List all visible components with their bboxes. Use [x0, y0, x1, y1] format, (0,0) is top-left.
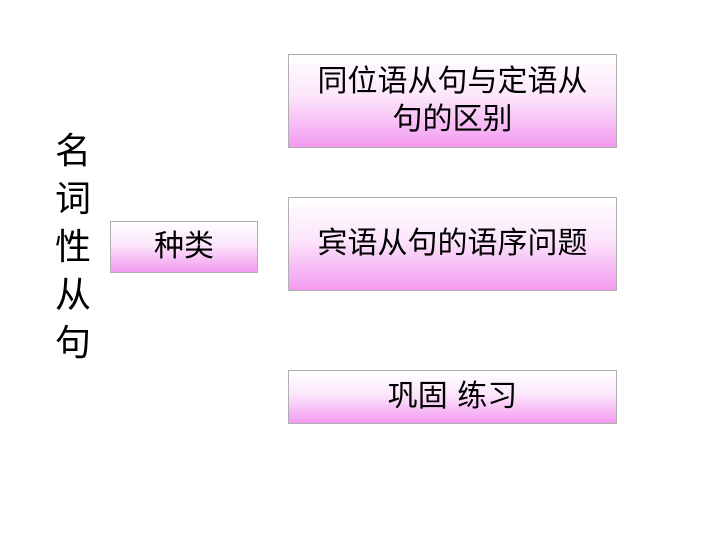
item-box-appositive-vs-attributive[interactable]: 同位语从句与定语从句的区别: [288, 54, 617, 148]
category-label: 种类: [154, 229, 214, 264]
slide-title-vertical: 名 词 性 从 句: [48, 128, 98, 368]
title-char: 从: [54, 275, 91, 316]
title-char: 词: [54, 179, 91, 220]
item-label: 同位语从句与定语从句的区别: [317, 64, 588, 137]
category-box[interactable]: 种类: [110, 221, 258, 273]
item-box-practice[interactable]: 巩固 练习: [288, 370, 617, 424]
title-char: 性: [54, 227, 91, 268]
item-box-object-clause-word-order[interactable]: 宾语从句的语序问题: [288, 197, 617, 291]
item-label: 巩固 练习: [387, 379, 518, 414]
title-char: 句: [54, 323, 91, 364]
title-char: 名: [54, 131, 91, 172]
item-label: 宾语从句的语序问题: [317, 226, 588, 261]
